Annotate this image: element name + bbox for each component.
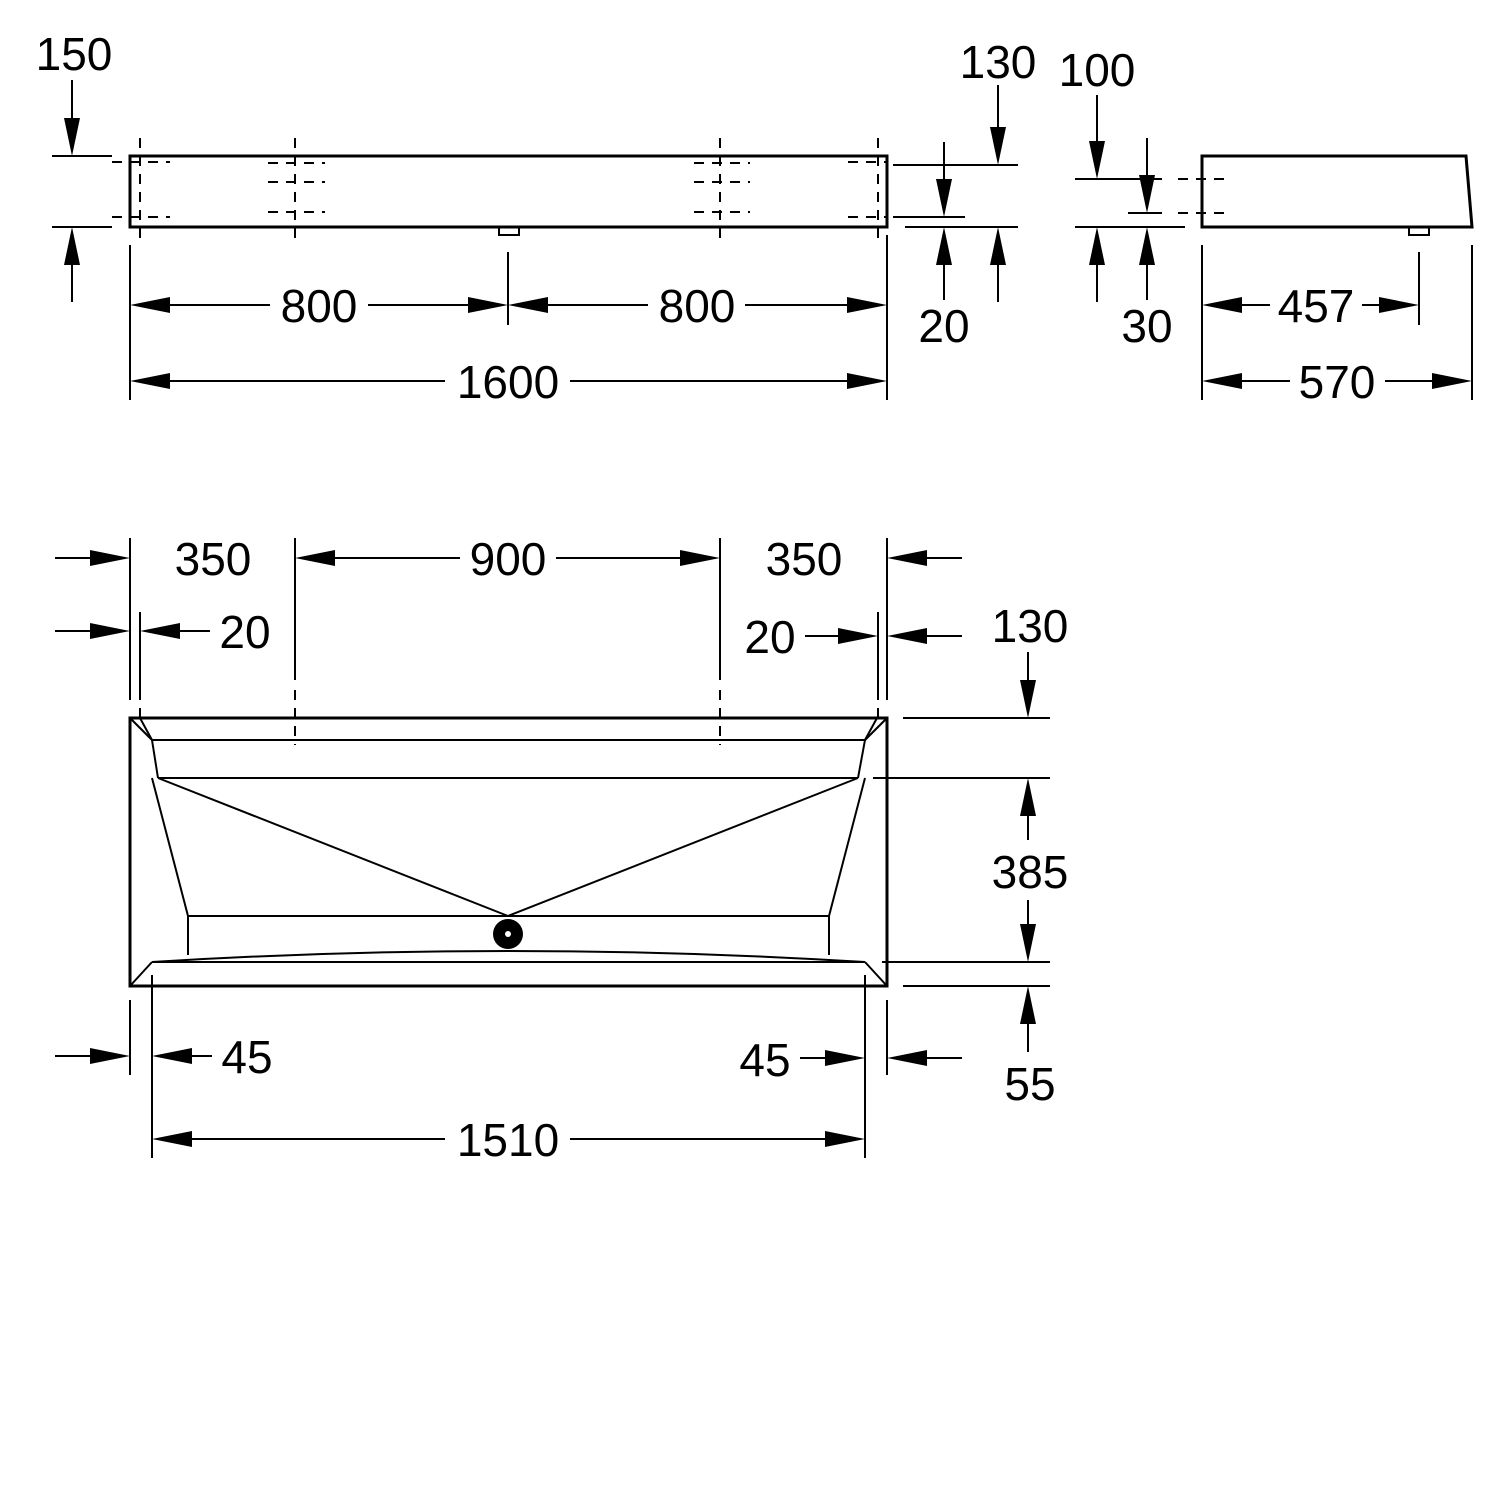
dim-foot-height: 20 <box>918 300 969 352</box>
dim-350-900-350: 350 900 350 <box>55 533 962 585</box>
front-view: 150 130 20 <box>36 28 1037 408</box>
dim-front-rim: 55 <box>1004 1058 1055 1110</box>
dim-middle-section: 900 <box>470 533 547 585</box>
dim-half-left: 800 <box>281 280 358 332</box>
dim-800-800: 800 800 <box>129 235 888 400</box>
side-drain-outlet <box>1408 226 1430 236</box>
dim-570: 570 <box>1202 356 1472 408</box>
front-drain-outlet <box>498 226 520 236</box>
dim-half-right: 800 <box>659 280 736 332</box>
plan-view: 350 900 350 20 20 <box>55 533 1068 1166</box>
dim-457: 457 <box>1201 245 1473 400</box>
dim-130-385-55: 130 385 55 <box>873 600 1068 1110</box>
dim-left-edge: 45 <box>221 1031 272 1083</box>
dim-side-foot: 30 <box>1121 300 1172 352</box>
dim-150: 150 <box>36 28 113 302</box>
dim-left-rim-offset: 20 <box>219 606 270 658</box>
dim-right-edge: 45 <box>739 1034 790 1086</box>
front-view-body <box>128 154 889 229</box>
dim-depth: 570 <box>1299 356 1376 408</box>
dim-1600: 1600 <box>130 356 887 408</box>
dim-130-20: 130 20 <box>893 36 1036 352</box>
dim-left-section: 350 <box>175 533 252 585</box>
dim-inner-length: 1510 <box>457 1114 559 1166</box>
dim-1510: 1510 <box>152 1114 865 1166</box>
dim-drain-offset: 457 <box>1278 280 1355 332</box>
dim-length: 1600 <box>457 356 559 408</box>
dim-right-section: 350 <box>766 533 843 585</box>
dim-back-rim: 130 <box>992 600 1069 652</box>
dim-20-20: 20 20 <box>55 606 962 663</box>
dim-height-total: 150 <box>36 28 113 80</box>
side-view-body <box>1200 154 1474 229</box>
front-mounting-hidden-lines <box>112 138 888 240</box>
dim-100-30: 100 30 <box>1059 44 1185 352</box>
dim-height-right: 130 <box>960 36 1037 88</box>
side-view: 100 30 457 570 <box>1059 44 1474 408</box>
dim-45-45: 45 45 <box>55 1031 962 1086</box>
dim-right-rim-offset: 20 <box>744 611 795 663</box>
dim-side-height: 100 <box>1059 44 1136 96</box>
dim-inner-depth: 385 <box>992 846 1069 898</box>
